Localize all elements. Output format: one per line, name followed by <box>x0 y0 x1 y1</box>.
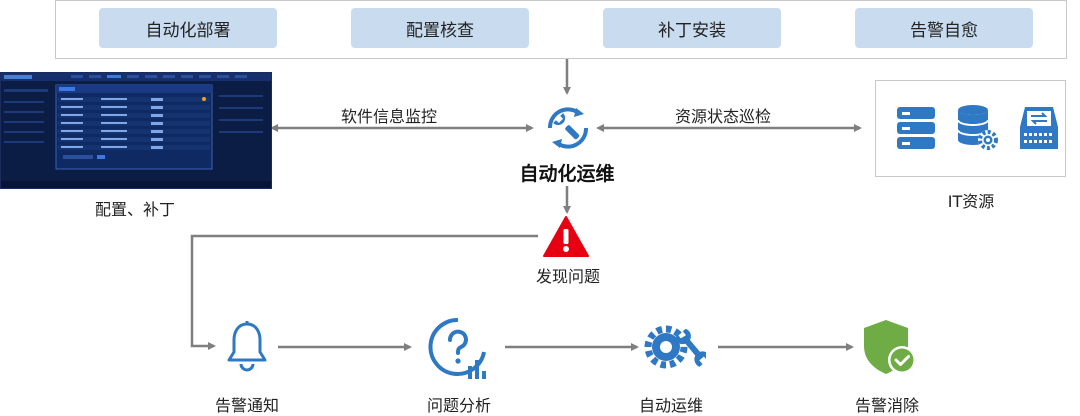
dashboard-screenshot <box>0 72 272 189</box>
warning-icon <box>542 215 590 263</box>
action-patch-install[interactable]: 补丁安装 <box>603 8 781 48</box>
flow-step-auto-ops: 自动运维 <box>638 396 704 415</box>
dashboard-thumbnail-image <box>1 73 271 188</box>
flow-step-alert-cleared: 告警消除 <box>854 396 920 415</box>
flow-step-alert: 告警通知 <box>214 396 280 415</box>
action-alert-selfheal[interactable]: 告警自愈 <box>855 8 1033 48</box>
action-config-check[interactable]: 配置核查 <box>351 8 529 48</box>
storage-device-icon <box>1019 105 1059 155</box>
caption-config-patch: 配置、补丁 <box>94 200 176 219</box>
label-resource-inspection: 资源状态巡检 <box>675 107 772 126</box>
question-chart-icon <box>428 316 488 386</box>
label-software-monitoring: 软件信息监控 <box>341 107 438 126</box>
caption-it-resources: IT资源 <box>947 192 995 211</box>
it-resources-panel <box>875 80 1066 177</box>
top-actions-bar: 自动化部署 配置核查 补丁安装 告警自愈 <box>55 0 1067 59</box>
center-title: 自动化运维 <box>519 163 615 185</box>
action-auto-deploy[interactable]: 自动化部署 <box>99 8 277 48</box>
bell-icon <box>225 320 269 376</box>
database-gear-icon <box>956 103 1000 157</box>
arrow-issue-to-flow <box>190 234 538 350</box>
flow-step-analysis: 问题分析 <box>426 396 492 415</box>
label-issue-found: 发现问题 <box>535 267 601 286</box>
shield-check-icon <box>862 318 920 382</box>
gears-icon <box>642 319 711 379</box>
server-rack-icon <box>896 105 936 155</box>
wrench-cycle-icon <box>540 100 596 160</box>
